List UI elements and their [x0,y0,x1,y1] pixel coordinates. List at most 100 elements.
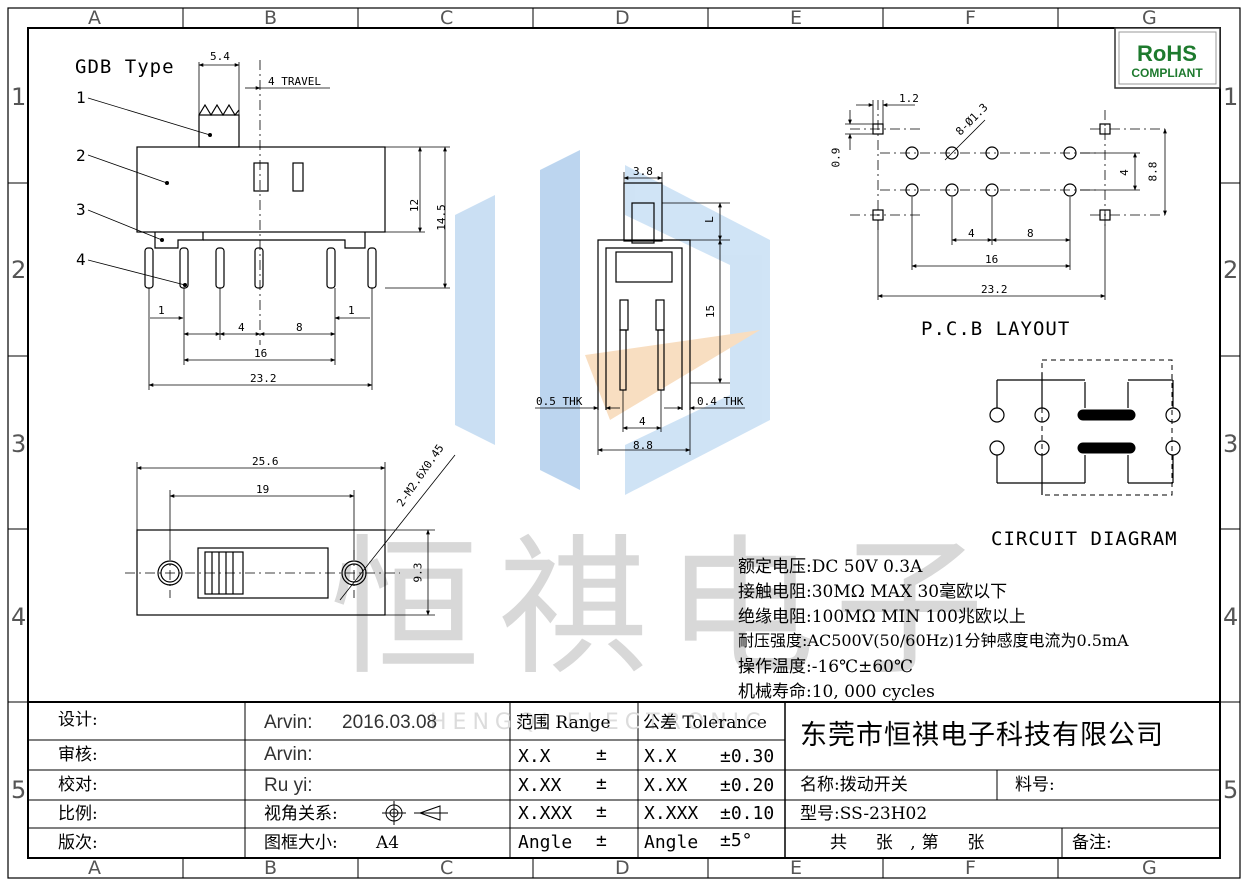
dim-23-2: 23.2 [250,372,277,385]
tb-model: 型号:SS-23H02 [800,804,928,824]
tb-tol-name-xxxx: X.XXX [644,803,699,824]
zone-row-5: 5 [11,776,27,804]
spec-dielectric-strength: 耐压强度:AC500V(50/60Hz)1分钟感度电流为0.5mA [738,631,1129,650]
callout-2: 2 [76,146,86,165]
zone-col-e: E [790,7,803,29]
watermark-subtext: HENGQI ELECTRONIC [430,710,767,735]
dim-0-4-thk: 0.4 THK [697,395,744,408]
tb-range-xxx: X.XX [518,775,562,796]
dim-14-5: 14.5 [434,204,448,231]
dim-15: 15 [704,304,718,319]
top-view-centerlines [125,550,400,598]
dim-12: 12 [408,198,422,213]
tb-pm: ± [596,830,607,851]
zone-col-b: B [264,7,278,29]
tb-tol-val-xxxx: ±0.10 [720,803,775,824]
tb-range-xxxx: X.XXX [518,803,573,824]
pcb-title: P.C.B LAYOUT [921,318,1071,340]
pcb-dim-16: 16 [985,253,999,266]
tb-pm: ± [596,773,607,794]
zone-col-f: F [965,7,976,29]
pcb-dim-23-2: 23.2 [981,283,1008,296]
zone-row-1: 1 [11,83,27,111]
spec-contact-resistance: 接触电阻:30MΩ MAX 30毫欧以下 [738,582,1008,602]
tb-range-angle: Angle [518,832,573,853]
tb-checker: Ru yi: [264,775,313,796]
dim-1-left: 1 [158,304,165,317]
spec-rated-voltage: 额定电压:DC 50V 0.3A [738,557,923,577]
callout-dot [160,238,164,242]
zone-row-2: 2 [11,256,27,284]
zone-col-a: A [88,857,101,879]
zone-col-f: F [965,857,976,879]
spec-mechanical-life: 机械寿命:10, 000 cycles [738,682,935,702]
tb-tol-val-xxx: ±0.20 [720,775,775,796]
zone-row-4: 4 [11,603,27,631]
circuit-contacts [1077,409,1136,454]
callout-dot [165,181,169,185]
zone-ticks [8,8,1240,878]
zone-row-4: 4 [1223,603,1239,631]
top-view-dimensions [136,454,456,616]
circuit-title: CIRCUIT DIAGRAM [991,528,1178,550]
callout-dot [183,283,187,287]
front-view-dimensions [535,172,745,455]
circuit-dashed [1041,359,1173,496]
rohs-label: RoHS [1137,41,1197,66]
pcb-dim-0-9: 0.9 [829,147,843,168]
tb-part-number: 料号: [1015,775,1055,795]
rohs-badge: RoHS COMPLIANT [1114,27,1221,89]
tb-remark: 备注: [1072,833,1112,853]
dim-0-5-thk: 0.5 THK [536,395,583,408]
dim-19: 19 [256,483,270,496]
watermark-text: 恒祺电子 [330,522,1002,696]
tb-pm: ± [596,744,607,765]
view-symbol [382,801,448,825]
outer-border [7,7,1241,879]
tb-name: 名称:拨动开关 [800,775,908,795]
pcb-dim-4-v: 4 [1117,169,1131,176]
zone-row-3: 3 [11,430,27,458]
tb-designer: Arvin: [264,712,313,733]
dim-16: 16 [254,347,268,360]
dim-travel: 4 TRAVEL [268,75,321,88]
callout-1: 1 [76,88,86,107]
zone-col-d: D [615,857,630,879]
dim-l: L [702,216,716,223]
tb-date: 2016.03.08 [342,712,438,733]
pcb-dimensions [845,100,1167,300]
dim-3-8: 3.8 [633,165,653,178]
callout-4: 4 [76,250,86,269]
tb-label-scale: 比例: [58,804,98,824]
dim-1-right: 1 [348,304,355,317]
front-view [597,182,691,410]
inner-border [27,27,1221,859]
zone-col-g: G [1142,7,1157,29]
tb-label-review: 审核: [58,745,98,765]
tb-company: 东莞市恒祺电子科技有限公司 [800,720,1164,751]
dim-4: 4 [238,321,245,334]
zone-col-c: C [440,7,454,29]
dim-25-6: 25.6 [252,455,279,468]
zone-row-2: 2 [1223,256,1239,284]
tb-pm: ± [596,801,607,822]
spec-insulation-resistance: 绝缘电阻:100MΩ MIN 100兆欧以上 [738,607,1026,627]
tb-tolerance-header: 公差 Tolerance [643,713,767,733]
pcb-centerlines [850,100,1165,230]
tb-label-revision: 版次: [58,833,98,853]
tb-frame-label: 图框大小: [264,833,338,853]
rohs-compliant-label: COMPLIANT [1131,66,1203,80]
zone-col-g: G [1142,857,1157,879]
dim-5-4: 5.4 [210,50,230,63]
tb-tol-name-xxx: X.XX [644,775,688,796]
tb-tol-val-angle: ±5° [720,830,753,851]
title-block-grid [28,701,1220,858]
dim-8: 8 [296,321,303,334]
tb-reviewer: Arvin: [264,744,313,765]
circuit-diagram [989,373,1181,495]
pcb-dim-1-2: 1.2 [899,92,919,105]
dim-9-3: 9.3 [411,562,425,583]
spec-operating-temperature: 操作温度:-16℃±60℃ [738,657,914,677]
tb-frame-size: A4 [376,833,400,853]
